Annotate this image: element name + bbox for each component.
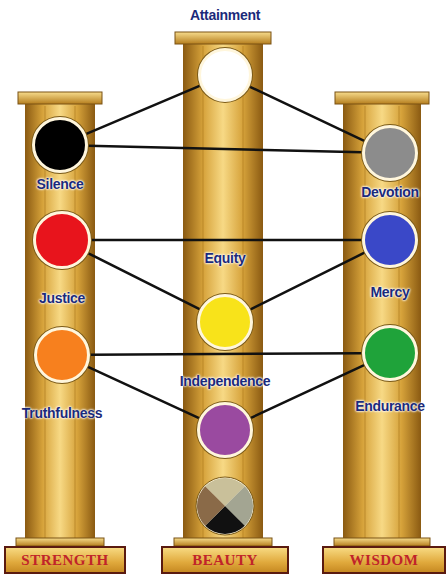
pillar-base	[16, 538, 104, 546]
sphere-circle: Attainment	[198, 48, 252, 102]
pillar-name: BEAUTY	[171, 551, 279, 569]
pillar-base	[334, 538, 430, 546]
sphere-circle: Endurance	[362, 325, 418, 381]
sphere-circle: Justice	[33, 211, 91, 269]
sphere-label: Justice	[39, 290, 85, 306]
pillar-plaque: BEAUTY	[161, 546, 289, 574]
pillar-shaft	[183, 44, 263, 544]
pillar-name: STRENGTH	[14, 551, 116, 569]
sphere-label: Truthfulness	[22, 405, 102, 421]
sphere-circle: Equity	[197, 294, 253, 350]
path-line	[250, 252, 365, 309]
path-line	[88, 146, 362, 153]
sphere-label: Devotion	[361, 184, 419, 200]
path-line	[86, 86, 200, 135]
pillar-capital	[335, 92, 429, 104]
sphere-circle: Mercy	[362, 212, 418, 268]
sphere-label: Independence	[180, 373, 271, 389]
pillar-base	[174, 538, 272, 546]
pillar-plaque: WISDOM	[322, 546, 446, 574]
path-line	[250, 365, 364, 418]
pillar-shaft	[25, 104, 95, 544]
sphere-label: Silence	[37, 176, 84, 192]
sphere-label: Endurance	[355, 398, 425, 414]
pillar-plaque: STRENGTH	[4, 546, 126, 574]
sphere-label: Equity	[205, 250, 246, 266]
pillar-shaft	[343, 104, 421, 544]
pillar-name: WISDOM	[332, 551, 436, 569]
sphere-circle: Truthfulness	[34, 327, 90, 383]
sphere-circle: Silence	[32, 117, 88, 173]
sphere-circle: Independence	[197, 402, 253, 458]
pillar-capital	[18, 92, 102, 104]
path-line	[91, 240, 362, 241]
path-line	[249, 87, 364, 141]
sphere-label: Attainment	[190, 7, 260, 23]
path-line	[90, 353, 362, 355]
sphere-label: Mercy	[371, 284, 410, 300]
path-line	[88, 253, 200, 309]
pillar-capital	[175, 32, 271, 44]
quartered-circle	[196, 477, 254, 535]
sphere-circle: Devotion	[362, 125, 418, 181]
